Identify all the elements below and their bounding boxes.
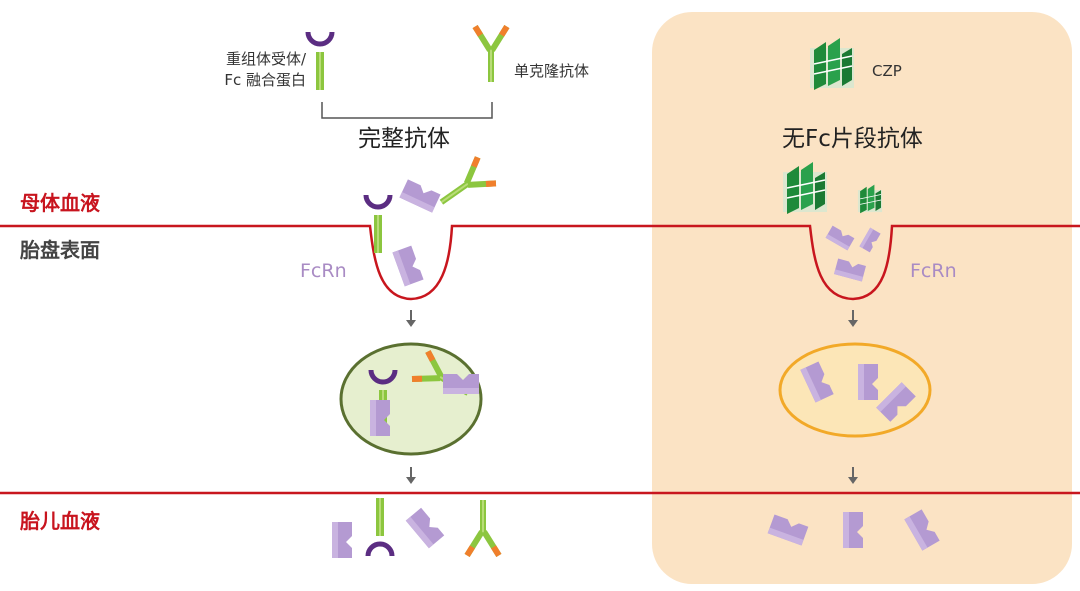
fcrn-receptor-icon: [392, 245, 424, 287]
fetal-blood-label: 胎儿血液: [20, 509, 100, 533]
maternal-membrane-line: [0, 224, 1080, 301]
fusion-protein-icon: [368, 498, 392, 556]
fusion-protein-icon: [308, 32, 332, 90]
monoclonal-antibody-icon: [472, 24, 510, 82]
down-arrow-icon: [405, 466, 417, 485]
fusion-protein-label-line2: Fc 融合蛋白: [224, 71, 306, 89]
czp-label: CZP: [872, 62, 902, 80]
fc-free-antibody-label: 无Fc片段抗体: [782, 126, 923, 152]
fcrn-label-right: FcRn: [910, 260, 957, 282]
fcrn-label-left: FcRn: [300, 260, 347, 282]
placenta-surface-label: 胎盘表面: [20, 238, 100, 262]
down-arrow-icon: [405, 309, 417, 328]
endosome-vesicle-left: [339, 342, 483, 456]
fcrn-receptor-icon: [405, 507, 445, 549]
fusion-protein-icon: [366, 195, 390, 253]
monoclonal-antibody-icon: [464, 500, 502, 558]
fusion-protein-label-line1: 重组体受体/: [225, 50, 306, 68]
fusion-protein-label: 重组体受体/ Fc 融合蛋白: [188, 52, 306, 88]
fcrn-receptor-icon: [332, 522, 352, 558]
intact-antibody-label: 完整抗体: [358, 126, 450, 152]
monoclonal-label: 单克隆抗体: [514, 62, 590, 80]
monoclonal-antibody-icon: [430, 154, 499, 218]
fcrn-receptor-icon: [399, 179, 441, 213]
intact-antibody-bracket: [321, 102, 493, 119]
maternal-blood-label: 母体血液: [20, 191, 100, 215]
